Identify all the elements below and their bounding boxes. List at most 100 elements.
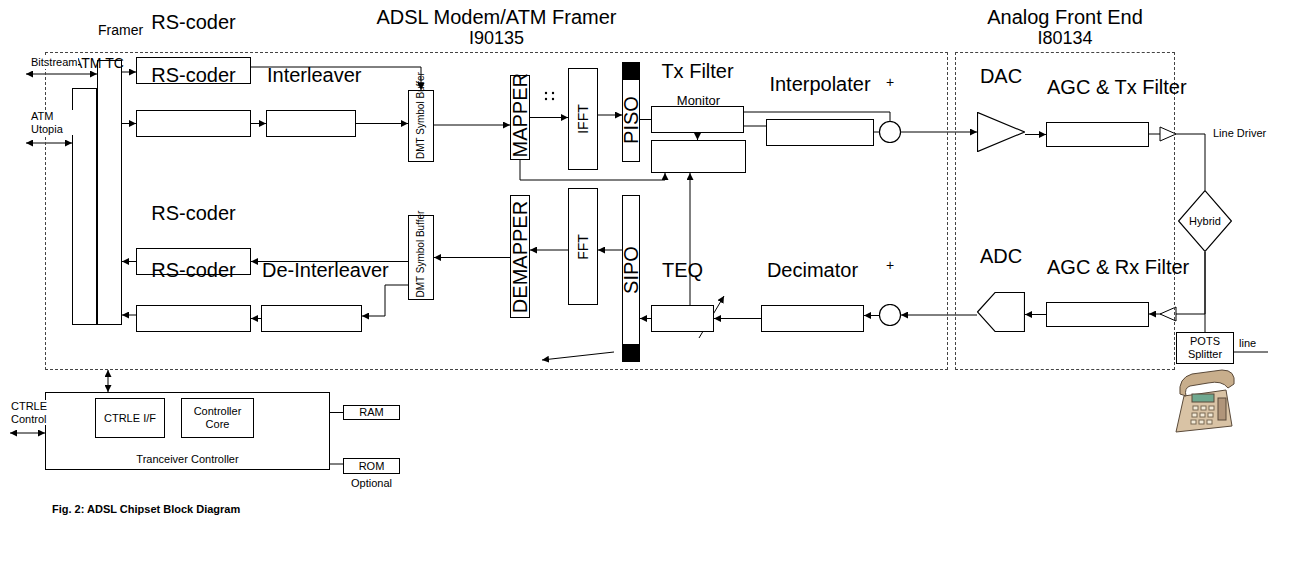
connector bbox=[251, 123, 266, 124]
filter-box: AGC & Rx Filter bbox=[1046, 302, 1149, 327]
node-text: ROM bbox=[359, 460, 385, 473]
node-text: Decimator bbox=[762, 259, 863, 282]
filter-box: Tx Filter bbox=[651, 106, 744, 133]
connector bbox=[640, 119, 651, 120]
equalizer-box: TEQ bbox=[651, 305, 714, 332]
node-text: Controller Core bbox=[182, 405, 253, 430]
core-box: Controller Core bbox=[181, 398, 254, 438]
shape-outline bbox=[977, 292, 1025, 332]
node-text: POTS Splitter bbox=[1177, 335, 1233, 360]
component-label: Line Driver bbox=[1212, 127, 1267, 140]
node-text: + bbox=[879, 257, 901, 273]
adder-circle: + bbox=[879, 304, 901, 326]
shape-outline bbox=[977, 112, 1025, 152]
connector bbox=[640, 318, 651, 319]
buffer-box: DMT Symbol Buffer bbox=[408, 90, 434, 162]
connector bbox=[1205, 252, 1206, 332]
atm-tc-block: ATM TC bbox=[72, 88, 97, 325]
converter-symbol: DAC bbox=[977, 112, 1025, 152]
node-text: DMT Symbol Buffer bbox=[416, 218, 427, 297]
node-text: Monitor bbox=[652, 94, 745, 109]
node-text: Framer bbox=[98, 14, 112, 40]
figure-caption: Fig. 2: ADSL Chipset Block Diagram bbox=[52, 503, 240, 515]
node-text: DAC bbox=[977, 65, 1025, 88]
connector bbox=[1149, 252, 1205, 314]
chip-region: ADSL Modem/ATM FramerI90135FramerATM TCR… bbox=[45, 52, 948, 370]
node-text: Interpolater bbox=[767, 73, 873, 96]
connector bbox=[330, 412, 343, 413]
shape-outline bbox=[879, 304, 901, 326]
node-text: FFT bbox=[576, 191, 591, 302]
utopia-wire bbox=[26, 143, 72, 144]
node-text: Hybrid bbox=[1189, 215, 1221, 228]
fft-box: FFT bbox=[568, 188, 598, 305]
node-text: Tx Filter bbox=[652, 60, 743, 83]
node-text: RAM bbox=[359, 406, 383, 419]
telephone-illustration bbox=[1176, 370, 1234, 432]
process-box: Decimator bbox=[761, 305, 864, 332]
hybrid-diamond: Hybrid bbox=[1178, 190, 1232, 252]
connector bbox=[1025, 314, 1046, 315]
adapt-arrow bbox=[542, 352, 614, 360]
node-text: RS-coder bbox=[137, 202, 250, 225]
connector bbox=[598, 115, 622, 116]
mapper-box: MAPPER bbox=[510, 75, 530, 160]
process-box: Interleaver bbox=[266, 110, 356, 137]
connector bbox=[714, 318, 761, 319]
connector bbox=[690, 173, 691, 305]
connector bbox=[901, 132, 977, 133]
node-text: Analog Front End bbox=[956, 6, 1174, 29]
connector bbox=[697, 133, 698, 140]
fft-box: IFFT bbox=[568, 68, 598, 170]
ctrle-wire bbox=[10, 433, 45, 434]
mapper-box: DEMAPPER bbox=[510, 195, 530, 318]
filter-box: AGC & Tx Filter bbox=[1046, 122, 1149, 147]
node-text: DEMAPPER bbox=[510, 198, 531, 315]
signal-label: Bitstream bbox=[30, 56, 78, 69]
connector bbox=[434, 125, 510, 126]
connector bbox=[1025, 134, 1046, 135]
connector bbox=[864, 315, 879, 316]
connector bbox=[530, 250, 568, 251]
signal-label: CTRLE Control bbox=[10, 400, 52, 425]
connector bbox=[122, 72, 136, 73]
node-text: Interleaver bbox=[267, 64, 355, 87]
connector bbox=[122, 261, 136, 262]
connector bbox=[122, 315, 136, 316]
connector bbox=[362, 285, 408, 316]
node-text: DMT Symbol Buffer bbox=[416, 93, 427, 159]
node-text: AGC & Tx Filter bbox=[1047, 76, 1148, 99]
node-text: Tranceiver Controller bbox=[46, 453, 329, 466]
splitter-box: POTS Splitter bbox=[1176, 332, 1234, 364]
line-driver-symbol bbox=[1160, 307, 1176, 321]
node-text: RS-coder bbox=[137, 11, 250, 34]
process-box: RS-coder bbox=[136, 305, 251, 332]
converter-box: SIPO bbox=[622, 195, 640, 362]
connector bbox=[901, 315, 977, 316]
framer-block: Framer bbox=[97, 60, 122, 325]
node-text: I80134 bbox=[956, 28, 1174, 49]
connector bbox=[251, 318, 261, 319]
node-text: MAPPER bbox=[510, 78, 531, 157]
signal-label: ATM Utopia bbox=[30, 110, 74, 135]
parallel-dots bbox=[545, 92, 554, 100]
connector bbox=[434, 257, 510, 258]
connector bbox=[530, 117, 568, 118]
converter-box: PISO bbox=[622, 62, 640, 162]
controller-box: Tranceiver Controller CTRLE I/F Controller… bbox=[45, 392, 330, 470]
process-box: Interpolater bbox=[766, 119, 874, 146]
memory-box: ROM bbox=[343, 458, 400, 474]
node-text: CTRLE I/F bbox=[104, 412, 156, 425]
connector bbox=[356, 123, 408, 124]
connector bbox=[108, 370, 109, 392]
interface-box: CTRLE I/F bbox=[95, 398, 165, 438]
buffer-box: DMT Symbol Buffer bbox=[408, 215, 434, 300]
line-driver-symbol bbox=[1160, 127, 1176, 141]
node-text: ADC bbox=[977, 245, 1025, 268]
signal-label: line bbox=[1238, 337, 1257, 350]
note-label: Optional bbox=[350, 477, 393, 490]
node-text: De-Interleaver bbox=[262, 259, 361, 282]
node-text: SIPO bbox=[621, 190, 642, 351]
connector bbox=[122, 123, 136, 124]
